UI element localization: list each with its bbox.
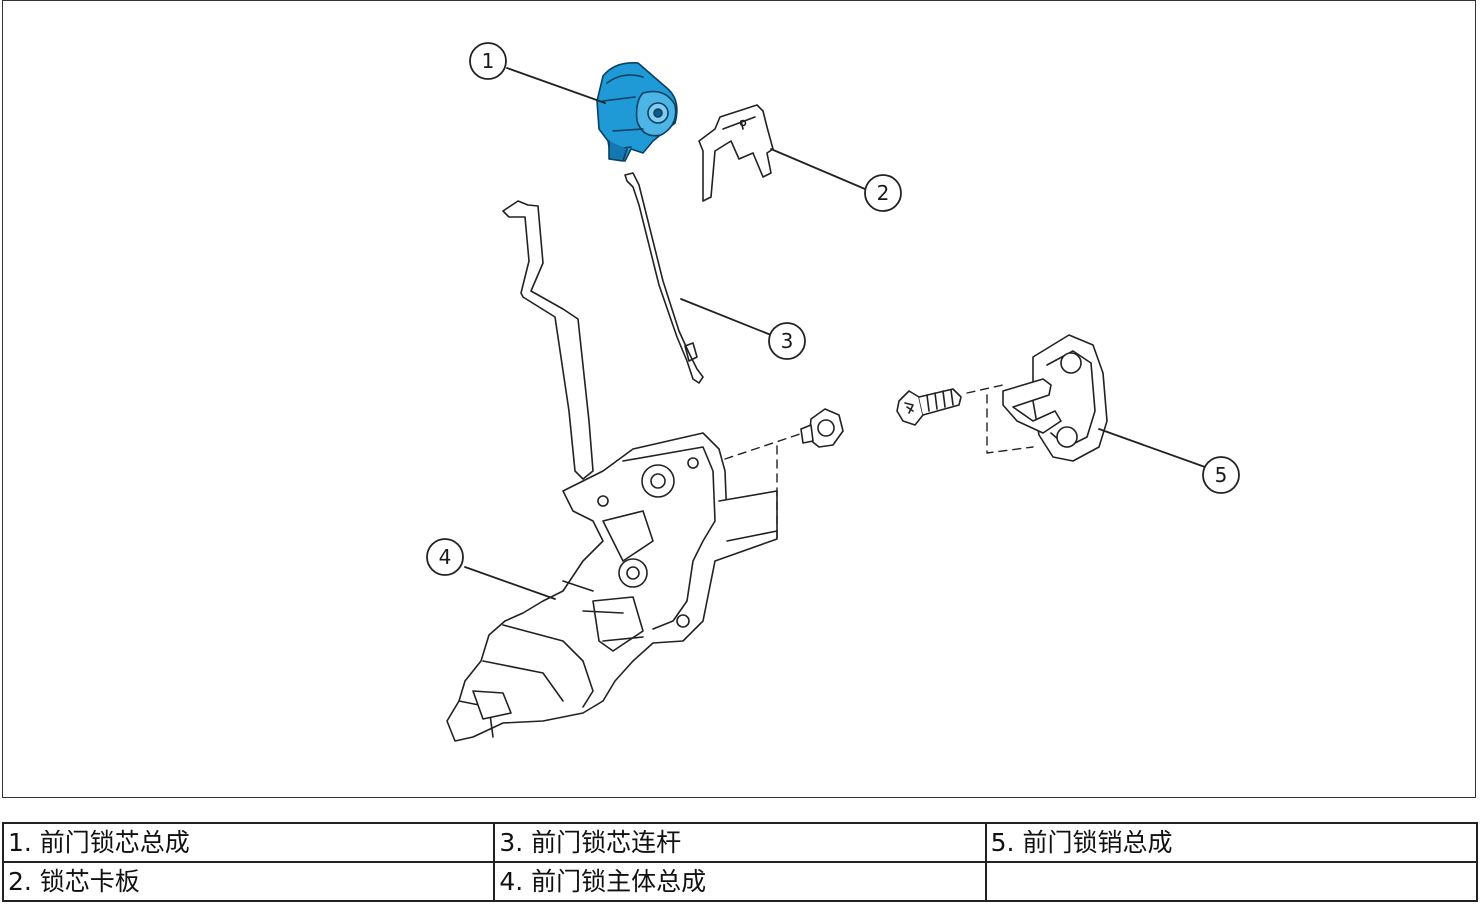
lock-cylinder-part <box>596 61 678 162</box>
callout-2: 2 <box>864 174 902 212</box>
callout-3: 3 <box>768 322 806 360</box>
callout-5-label: 5 <box>1215 463 1228 487</box>
clip-plate-part <box>698 104 774 202</box>
callout-1-label: 1 <box>482 49 495 73</box>
legend-cell: 5. 前门锁销总成 <box>984 822 1479 863</box>
exploded-diagram: 1 2 3 4 5 <box>2 0 1476 798</box>
linkage-rod-part <box>624 172 704 384</box>
callout-4: 4 <box>426 538 464 576</box>
legend-cell: 3. 前门锁芯连杆 <box>493 822 987 863</box>
callout-3-label: 3 <box>781 329 794 353</box>
nut-part <box>800 408 844 448</box>
callout-4-label: 4 <box>439 545 452 569</box>
callout-5: 5 <box>1202 456 1240 494</box>
screw-part <box>896 388 962 426</box>
parts-legend-table: 1. 前门锁芯总成 3. 前门锁芯连杆 5. 前门锁销总成 2. 锁芯卡板 4.… <box>1 822 1479 902</box>
legend-cell: 4. 前门锁主体总成 <box>493 861 987 902</box>
striker-part <box>1002 334 1108 462</box>
legend-row: 2. 锁芯卡板 4. 前门锁主体总成 <box>1 861 1479 902</box>
diagram-drawing: 1 2 3 4 5 <box>426 42 1240 742</box>
callout-1: 1 <box>469 42 507 80</box>
callout-2-label: 2 <box>877 181 890 205</box>
legend-cell: 2. 锁芯卡板 <box>1 861 496 902</box>
alignment-lines <box>724 384 1034 542</box>
leader-lines <box>464 67 1206 600</box>
legend-cell <box>984 861 1479 902</box>
legend-cell: 1. 前门锁芯总成 <box>1 822 496 863</box>
lock-body-part <box>446 200 778 742</box>
legend-row: 1. 前门锁芯总成 3. 前门锁芯连杆 5. 前门锁销总成 <box>1 822 1479 863</box>
